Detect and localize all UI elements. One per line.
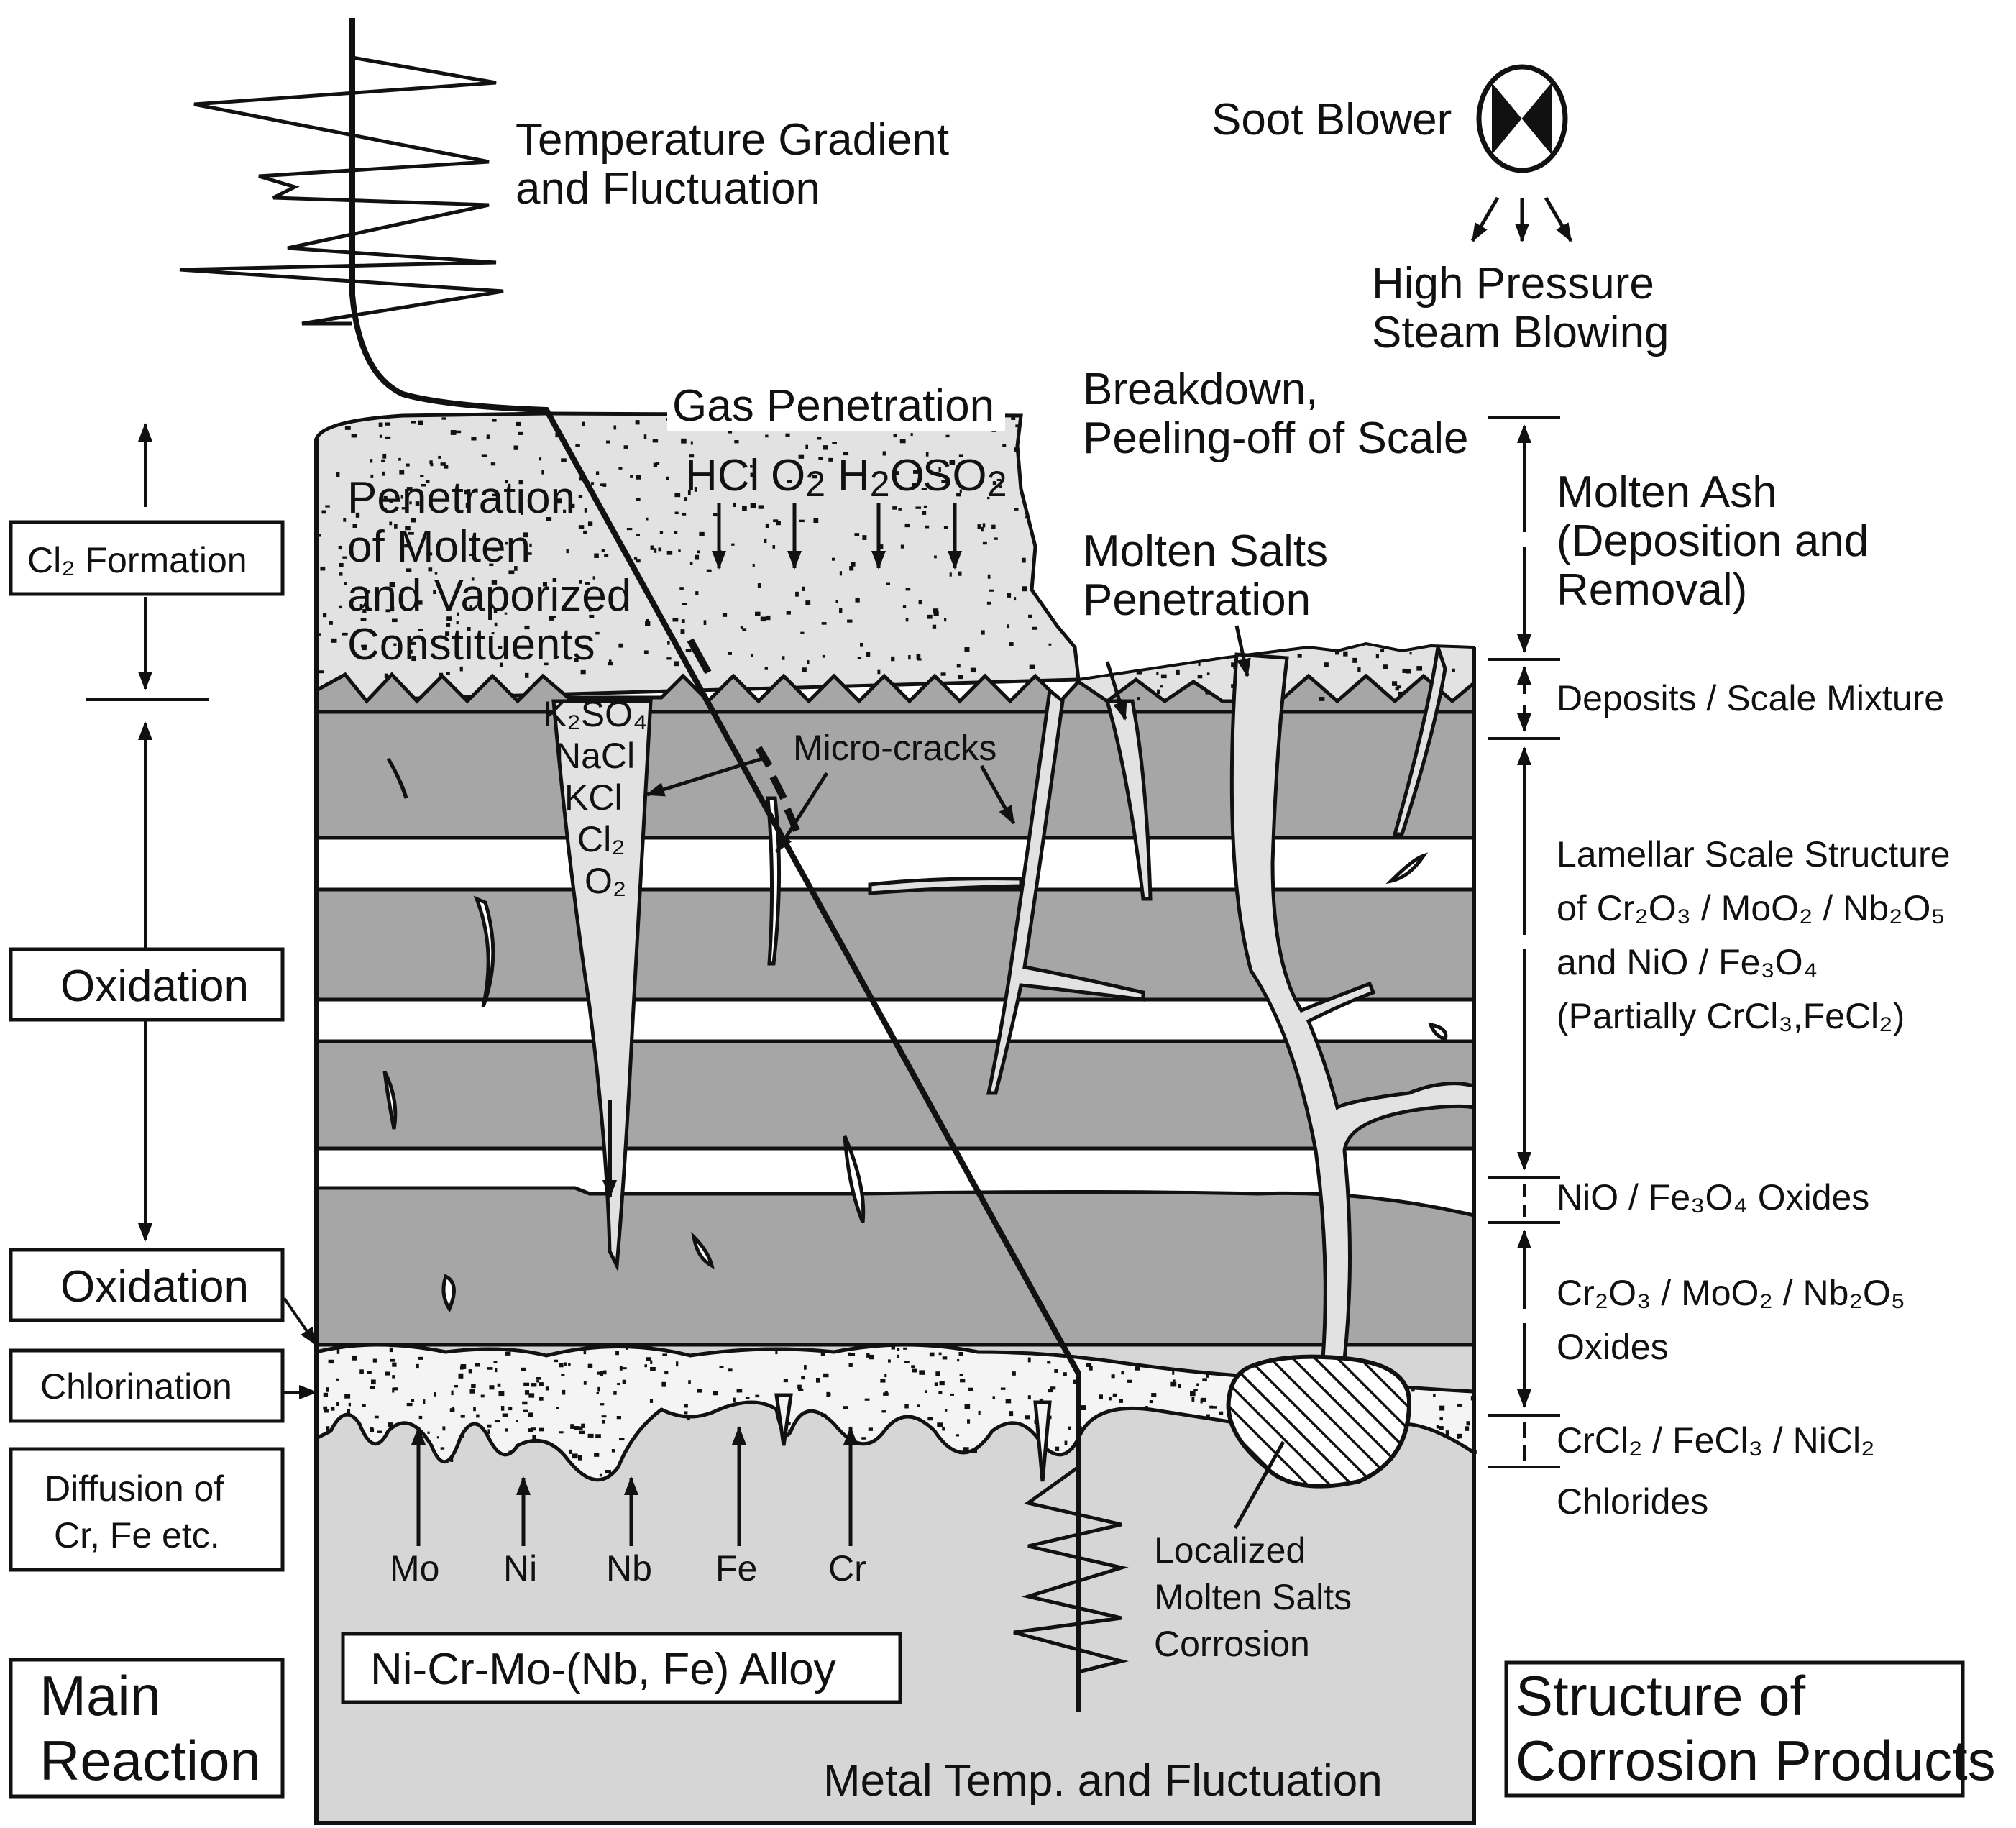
species-kcl: KCl: [564, 777, 623, 818]
micro-cracks-label: Micro-cracks: [793, 728, 996, 768]
gas-so2: SO2: [922, 451, 1007, 504]
main-reaction-label-1: Main: [40, 1664, 161, 1727]
main-reaction-box: [9, 1658, 285, 1799]
steam-label-1: High Pressure: [1372, 259, 1654, 309]
main-reaction-label-2: Reaction: [40, 1729, 261, 1792]
molten-ash-label-2: (Deposition and: [1557, 516, 1869, 566]
lamellar-label-1: Lamellar Scale Structure: [1557, 834, 1950, 874]
alloy-label: Ni-Cr-Mo-(Nb, Fe) Alloy: [370, 1645, 836, 1694]
penetration-label-2: of Molten: [347, 522, 531, 572]
localized-label-2: Molten Salts: [1154, 1577, 1352, 1617]
main-reaction-column: Cl₂ Formation Oxidation Oxidation Chlori…: [9, 423, 318, 1799]
species-cl2: Cl₂: [577, 819, 626, 859]
temperature-label-1: Temperature Gradient: [516, 115, 949, 165]
cr2o3-label-1: Cr₂O₃ / MoO₂ / Nb₂O₅: [1557, 1273, 1905, 1313]
element-ni: Ni: [503, 1548, 537, 1589]
crack-right-3: [1229, 652, 1476, 1361]
structure-label-1: Structure of: [1516, 1664, 1806, 1727]
diffusion-box: [9, 1447, 285, 1572]
molten-salts-label-1: Molten Salts: [1083, 526, 1328, 576]
oxidation-label-2: Oxidation: [60, 1262, 249, 1312]
soot-blower-icon: [1476, 64, 1568, 173]
species-nacl: NaCl: [555, 736, 635, 776]
cr2o3-label-2: Oxides: [1557, 1327, 1669, 1367]
metal-temp-label: Metal Temp. and Fluctuation: [823, 1756, 1383, 1806]
penetration-label-1: Penetration: [347, 473, 575, 523]
horizontal-microcrack: [868, 877, 1023, 895]
breakdown-label-1: Breakdown,: [1083, 365, 1318, 414]
structure-label-2: Corrosion Products: [1516, 1729, 1996, 1792]
molten-ash-label-3: Removal): [1557, 565, 1747, 615]
element-fe: Fe: [715, 1548, 757, 1589]
oxidation-box-2: [9, 1248, 285, 1322]
penetration-label-3: and Vaporized: [347, 571, 631, 621]
alloy-box: [341, 1632, 902, 1704]
inner-labels: Penetration of Molten and Vaporized Cons…: [341, 473, 1383, 1806]
molten-salts-label-2: Penetration: [1083, 575, 1311, 625]
gas-species: HCl O2 H2O SO2: [685, 451, 1007, 570]
molten-penetration-channel: [551, 699, 653, 1273]
cl2-formation-label: Cl₂ Formation: [27, 540, 247, 580]
localized-corrosion-pit: [1226, 1354, 1412, 1489]
species-k2so4: K₂SO₄: [543, 694, 647, 734]
lamellar-label-2: of Cr₂O₃ / MoO₂ / Nb₂O₅: [1557, 888, 1945, 928]
micro-crack-dashes: [687, 638, 800, 832]
crack-right-1: [986, 687, 1145, 1095]
molten-ash-label-1: Molten Ash: [1557, 467, 1777, 517]
block-border: [314, 439, 1476, 1825]
diffusion-label-1: Diffusion of: [45, 1468, 224, 1509]
gas-hcl: HCl: [685, 451, 759, 501]
chloride-layer: [314, 1343, 1476, 1482]
species-o2: O₂: [585, 861, 626, 901]
penetration-channels: [382, 646, 1476, 1482]
localized-label-1: Localized: [1154, 1530, 1306, 1571]
crack-right-4: [1392, 646, 1447, 836]
gas-penetration-label: Gas Penetration: [672, 381, 994, 431]
diffusion-label-2: Cr, Fe etc.: [54, 1515, 220, 1555]
crcl2-label-2: Chlorides: [1557, 1481, 1708, 1522]
chlorination-label: Chlorination: [40, 1366, 232, 1407]
crcl2-label-1: CrCl₂ / FeCl₃ / NiCl₂: [1557, 1420, 1875, 1461]
gas-o2: O2: [771, 451, 825, 504]
cl2-formation-box: [9, 520, 285, 596]
gas-h2o: H2O: [838, 451, 925, 504]
oxidation-box-1: [9, 947, 285, 1022]
corrosion-structure-column: [1488, 416, 1560, 1468]
crack-right-2: [1104, 699, 1153, 901]
localized-label-3: Corrosion: [1154, 1624, 1310, 1664]
temperature-gradient-curve: [179, 18, 1129, 1712]
lamellar-label-3: and NiO / Fe₃O₄: [1557, 942, 1818, 982]
element-mo: Mo: [390, 1548, 439, 1589]
element-cr: Cr: [828, 1548, 866, 1589]
top-labels: Temperature Gradient and Fluctuation Soo…: [516, 64, 1669, 463]
chlorination-box: [9, 1348, 285, 1423]
penetration-label-4: Constituents: [347, 620, 595, 669]
soot-blower-label: Soot Blower: [1211, 95, 1452, 145]
nio-label: NiO / Fe₃O₄ Oxides: [1557, 1177, 1869, 1217]
temperature-label-2: and Fluctuation: [516, 164, 820, 214]
deposits-label: Deposits / Scale Mixture: [1557, 678, 1944, 718]
structure-box: [1504, 1660, 1965, 1798]
element-nb: Nb: [606, 1548, 652, 1589]
corrosion-structure-labels: Molten Ash (Deposition and Removal) Depo…: [1504, 467, 1996, 1798]
lamellar-label-4: (Partially CrCl₃,FeCl₂): [1557, 996, 1905, 1036]
steam-label-2: Steam Blowing: [1372, 308, 1669, 357]
oxidation-label-1: Oxidation: [60, 961, 249, 1011]
breakdown-label-2: Peeling-off of Scale: [1083, 413, 1469, 463]
